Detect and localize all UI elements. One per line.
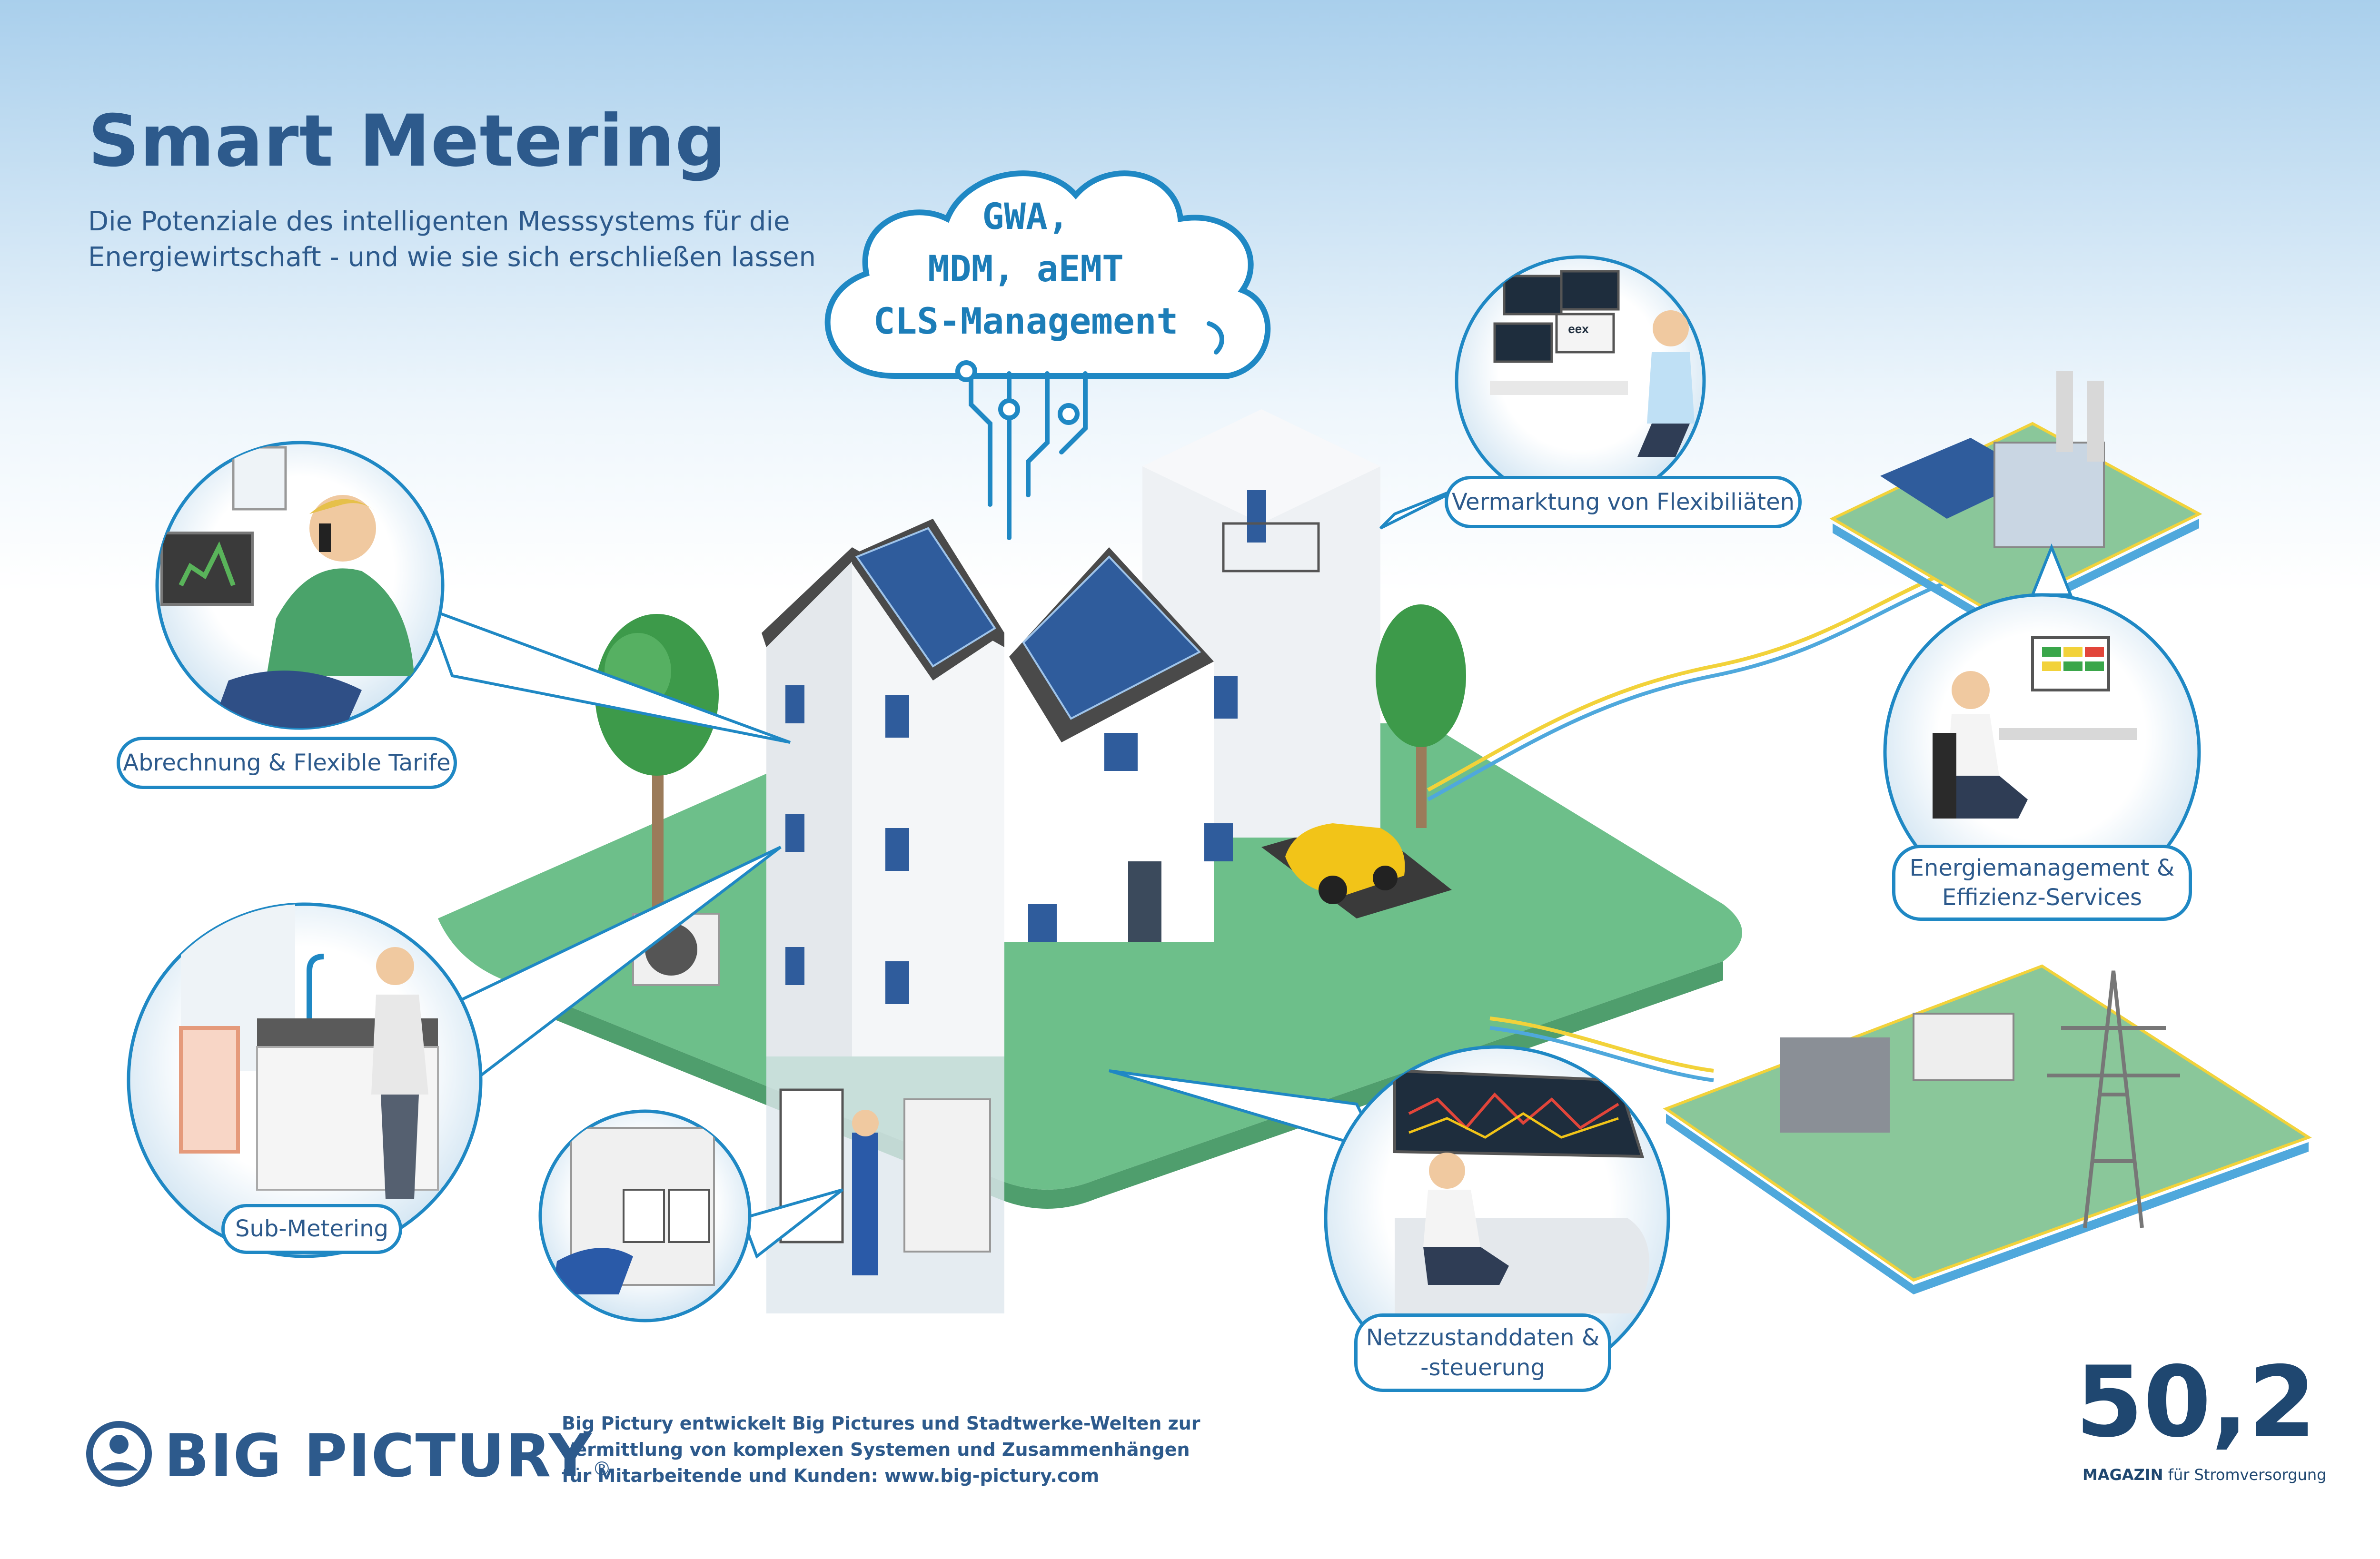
callout-billing: Abrechnung & Flexible Tarife <box>117 737 457 789</box>
cloud-line-1: GWA, <box>982 195 1070 237</box>
callout-grid-line-2: -steuerung <box>1420 1354 1545 1381</box>
exchange-screen-label: eex <box>1568 322 1589 336</box>
callout-marketing-text: Vermarktung von Flexibiliäten <box>1451 488 1795 515</box>
water-tap-icon <box>307 954 324 1018</box>
electric-car <box>1285 823 1405 904</box>
smart-meter-icon <box>623 1189 665 1243</box>
magazine-logo-subtitle: MAGAZIN für Stromversorgung <box>2082 1466 2326 1484</box>
magazine-label-bold: MAGAZIN <box>2082 1466 2163 1484</box>
subtitle-line-1: Die Potenziale des intelligenten Messsys… <box>88 206 790 237</box>
bubble-energy-management <box>1883 543 2201 911</box>
callout-marketing: Vermarktung von Flexibiliäten <box>1445 476 1802 528</box>
tree-right <box>1376 604 1466 828</box>
callout-energy-line-2: Effizienz-Services <box>1942 884 2142 911</box>
phone-icon <box>319 523 331 552</box>
footer-line-3: für Mitarbeitende und Kunden: www.big-pi… <box>562 1465 1100 1486</box>
bubble-trading <box>1379 255 1706 530</box>
registered-mark: ® <box>592 1458 612 1480</box>
cloud-label: GWA, MDM, aEMT CLS-Management <box>826 190 1226 348</box>
magazine-logo-number: 50,2 <box>2075 1346 2316 1459</box>
callout-energy-management: Energiemanagement & Effizienz-Services <box>1892 845 2192 921</box>
bubble-billing <box>155 441 791 744</box>
callout-energy-line-1: Energiemanagement & <box>1909 854 2175 881</box>
house <box>632 409 1380 1313</box>
callout-grid-control: Netzzustanddaten & -steuerung <box>1354 1313 1611 1392</box>
big-pictury-logo-icon <box>86 1421 152 1487</box>
bubble-submetering <box>127 846 782 1258</box>
grid-connection-lines <box>1427 560 1976 1082</box>
cloud-line-2: MDM, aEMT <box>928 247 1124 290</box>
magazine-label-rest: für Stromversorgung <box>2163 1466 2327 1484</box>
callout-grid-line-1: Netzzustanddaten & <box>1366 1324 1600 1352</box>
bubble-grid-control <box>1109 1045 1670 1391</box>
subtitle-line-2: Energiewirtschaft - und wie sie sich ers… <box>88 242 816 273</box>
control-room-screen <box>1393 1069 1645 1158</box>
footer-line-2: Vermittlung von komplexen Systemen und Z… <box>562 1439 1190 1460</box>
substation <box>1663 964 2312 1294</box>
radiator-icon <box>179 1026 240 1154</box>
callout-submetering-text: Sub-Metering <box>235 1215 388 1243</box>
callout-submetering: Sub-Metering <box>221 1204 402 1254</box>
cloud-icon <box>824 170 1271 540</box>
callout-billing-text: Abrechnung & Flexible Tarife <box>123 749 451 776</box>
bubble-meter <box>538 1109 843 1322</box>
page-title: Smart Metering <box>88 100 727 183</box>
cloud-line-3: CLS-Management <box>873 300 1179 343</box>
big-pictury-logo-text: BIG PICTURY <box>164 1422 593 1490</box>
exchange-screen <box>1555 313 1615 354</box>
big-pictury-logo: BIG PICTURY ® <box>88 1421 611 1492</box>
power-plant <box>1829 371 2202 628</box>
smart-meter-icon <box>668 1189 710 1243</box>
footer-line-1: Big Pictury entwickelt Big Pictures und … <box>562 1413 1200 1434</box>
